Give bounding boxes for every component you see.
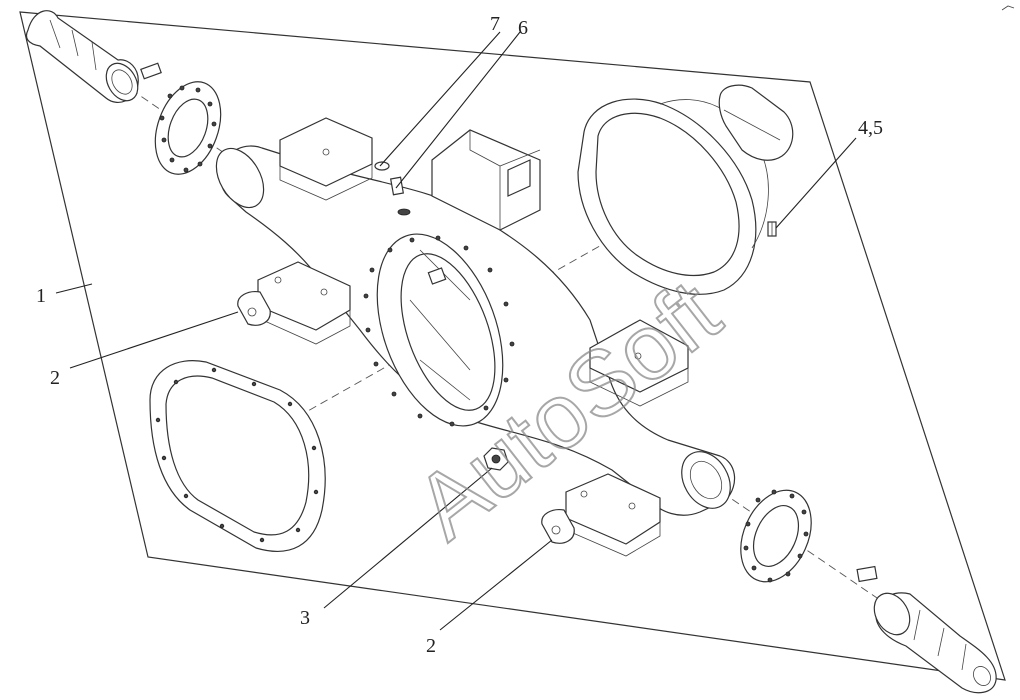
callout-3: 3 [300, 607, 310, 629]
callout-2-lower: 2 [426, 635, 436, 657]
callout-6: 6 [518, 17, 528, 39]
callout-1: 1 [36, 285, 46, 307]
differential-cover [577, 98, 769, 295]
leader-lines [55, 31, 857, 631]
part-3-nut [483, 447, 509, 471]
right-spindle [856, 565, 997, 694]
right-flange-ring [740, 489, 812, 583]
assembly-frame [19, 11, 1006, 681]
callout-7: 7 [490, 13, 500, 35]
callout-4-5: 4,5 [858, 117, 883, 139]
callout-2-upper: 2 [50, 367, 60, 389]
corner-mark [1001, 5, 1015, 11]
part-4-5-bolt [767, 221, 777, 237]
cover-cap [718, 84, 794, 161]
left-flange-ring [154, 81, 222, 175]
upper-bracket-block [431, 129, 541, 231]
spring-seat-right [541, 473, 661, 557]
spring-seat-left [237, 261, 351, 345]
left-spindle [25, 10, 162, 103]
housing-gasket [149, 360, 326, 552]
